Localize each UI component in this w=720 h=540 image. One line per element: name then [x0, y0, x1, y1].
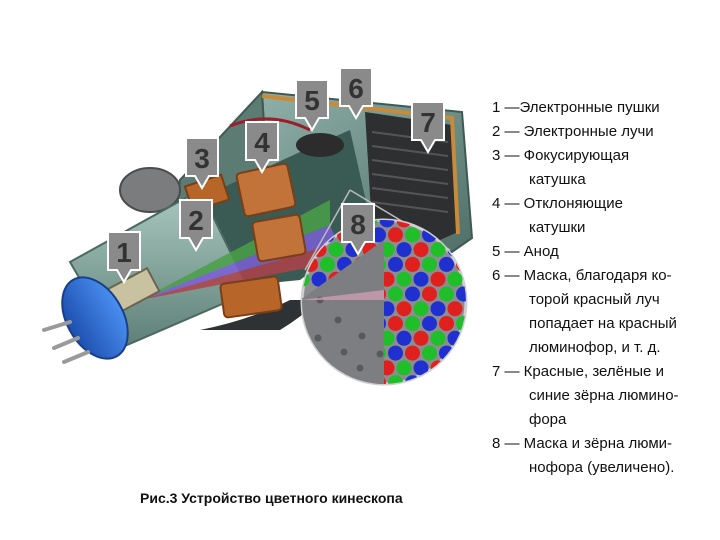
- pin-label-2: 2: [188, 205, 204, 236]
- legend-item-6: 6 — Маска, благодаря ко- торой красный л…: [492, 264, 717, 360]
- phosphor-grain: [439, 256, 454, 272]
- tube-socket: [42, 276, 129, 364]
- legend-item-1: 1 —Электронные пушки: [492, 96, 717, 120]
- legend-item-2: 2 — Электронные лучи: [492, 120, 717, 144]
- phosphor-grain: [388, 227, 403, 243]
- phosphor-grain: [430, 301, 446, 317]
- legend-line: катушка: [529, 171, 586, 188]
- pin-marker-6: 6: [339, 67, 373, 120]
- phosphor-grain: [405, 256, 420, 272]
- pin-marker-3: 3: [185, 137, 219, 190]
- legend-line: люминофор, и т. д.: [529, 339, 661, 356]
- legend-line: 5 — Анод: [492, 243, 559, 260]
- deflection-coils: [219, 213, 307, 319]
- phosphor-grain: [439, 375, 454, 384]
- phosphor-grain: [320, 256, 335, 272]
- phosphor-grain: [379, 220, 395, 228]
- phosphor-grain: [413, 360, 429, 376]
- phosphor-grain: [439, 316, 454, 331]
- phosphor-grain: [413, 301, 429, 317]
- legend-line: 3 — Фокусирующая: [492, 147, 630, 164]
- legend-line: 4 — Отклоняющие: [492, 195, 623, 212]
- legend-item-8: 8 — Маска и зёрна люми- нофора (увеличен…: [492, 432, 717, 480]
- phosphor-grain: [388, 256, 403, 272]
- legend-line: катушки: [529, 219, 586, 236]
- pin-marker-4: 4: [245, 121, 279, 174]
- phosphor-grain: [311, 271, 327, 287]
- shadow-mask-plate: [302, 240, 384, 384]
- phosphor-grain: [405, 345, 420, 361]
- phosphor-grain: [430, 360, 446, 376]
- phosphor-grain: [388, 375, 403, 384]
- phosphor-grain: [447, 271, 463, 287]
- pin-label-4: 4: [254, 127, 270, 158]
- pin-label-8: 8: [350, 209, 366, 240]
- legend-line: 7 — Красные, зелёные и: [492, 363, 664, 380]
- legend-item-3: 3 — Фокусирующая катушка: [492, 144, 717, 192]
- phosphor-grain: [388, 286, 403, 302]
- legend-line: 8 — Маска и зёрна люми-: [492, 435, 673, 452]
- phosphor-grain: [396, 242, 412, 258]
- phosphor-grain: [396, 330, 412, 346]
- phosphor-grain: [422, 316, 437, 331]
- phosphor-grain: [388, 316, 403, 331]
- phosphor-grain: [422, 345, 437, 361]
- pin-label-3: 3: [194, 143, 210, 174]
- phosphor-grain: [430, 271, 446, 287]
- phosphor-grain: [456, 286, 466, 302]
- legend-line: фора: [529, 411, 567, 428]
- figure-caption: Рис.3 Устройство цветного кинескопа: [140, 490, 403, 506]
- phosphor-grain: [405, 286, 420, 302]
- phosphor-grain: [405, 316, 420, 331]
- legend-line: торой красный луч: [529, 291, 660, 308]
- legend-line: попадает на красный: [529, 315, 677, 332]
- phosphor-grain: [405, 227, 420, 243]
- legend-item-7: 7 — Красные, зелёные и синие зёрна люмин…: [492, 360, 717, 432]
- legend-line: нофора (увеличено).: [529, 459, 675, 476]
- phosphor-grain: [396, 360, 412, 376]
- focusing-coil: [183, 162, 297, 218]
- phosphor-grain: [456, 345, 466, 361]
- pin-marker-2: 2: [179, 199, 213, 252]
- legend-item-5: 5 — Анод: [492, 240, 717, 264]
- phosphor-grain: [430, 242, 446, 258]
- legend-line: 2 — Электронные лучи: [492, 123, 654, 140]
- legend-item-4: 4 — Отклоняющие катушки: [492, 192, 717, 240]
- phosphor-grain: [413, 242, 429, 258]
- phosphor-grain: [396, 220, 412, 228]
- phosphor-grain: [422, 375, 437, 384]
- phosphor-grain: [422, 286, 437, 302]
- pin-marker-8: 8: [341, 203, 375, 256]
- phosphor-grain: [396, 301, 412, 317]
- phosphor-grain: [328, 242, 344, 258]
- phosphor-grain: [447, 301, 463, 317]
- pin-label-1: 1: [116, 237, 132, 268]
- pin-label-5: 5: [304, 85, 320, 116]
- legend-line: 6 — Маска, благодаря ко-: [492, 267, 672, 284]
- legend: 1 —Электронные пушки 2 — Электронные луч…: [492, 96, 717, 480]
- phosphor-grain: [439, 286, 454, 302]
- pin-label-6: 6: [348, 73, 364, 104]
- phosphor-grain: [439, 345, 454, 361]
- phosphor-grain: [396, 271, 412, 287]
- pin-label-7: 7: [420, 107, 436, 138]
- pin-marker-1: 1: [107, 231, 141, 284]
- legend-line: синие зёрна люмино-: [529, 387, 679, 404]
- phosphor-grain: [413, 271, 429, 287]
- phosphor-grain: [447, 360, 463, 376]
- phosphor-grain: [413, 330, 429, 346]
- phosphor-grain: [430, 330, 446, 346]
- phosphor-grain: [422, 256, 437, 272]
- legend-line: 1 —Электронные пушки: [492, 99, 660, 116]
- pin-marker-5: 5: [295, 79, 329, 132]
- phosphor-grain: [456, 375, 466, 384]
- pin-marker-7: 7: [411, 101, 445, 154]
- phosphor-grain: [388, 345, 403, 361]
- anode: [229, 117, 344, 157]
